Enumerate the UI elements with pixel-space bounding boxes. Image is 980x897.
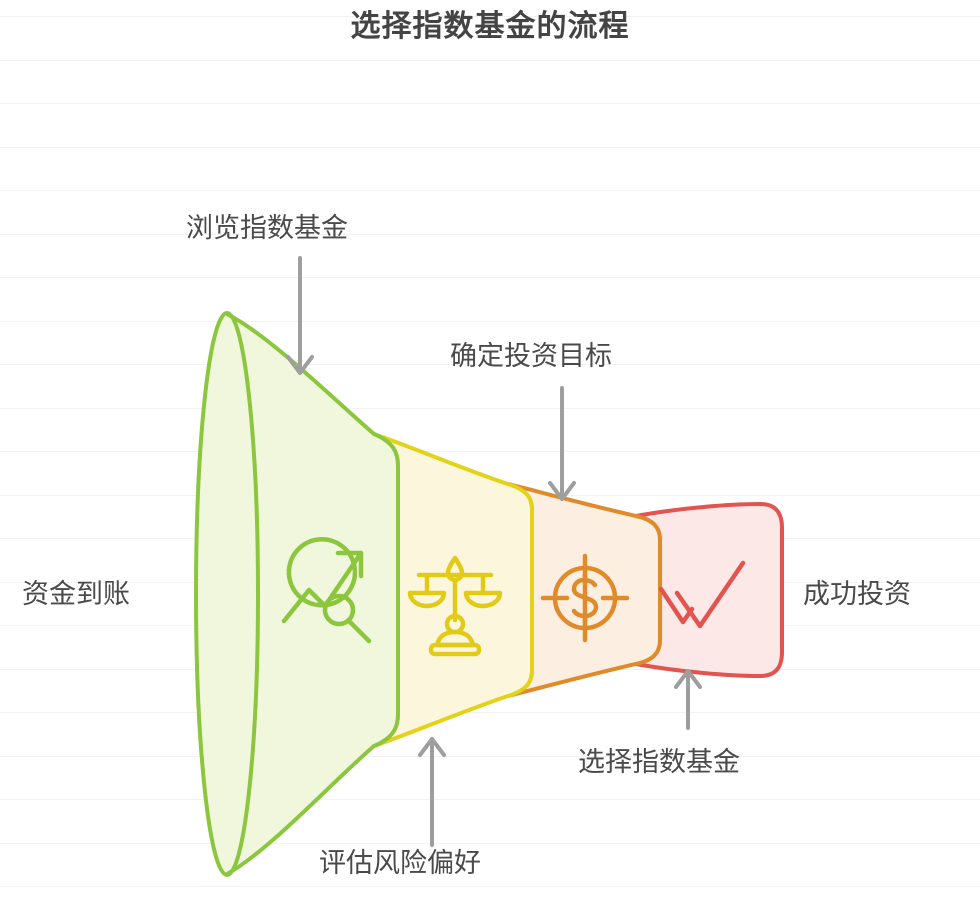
callout-stage-2: 评估风险偏好 xyxy=(319,848,481,878)
funnel-segment-2-outline-bottom xyxy=(372,694,510,748)
grid-line xyxy=(0,16,980,17)
grid-line xyxy=(0,886,980,887)
label-funnel-input: 资金到账 xyxy=(22,579,130,609)
callout-stage-4: 选择指数基金 xyxy=(578,747,740,777)
funnel-segment-1-outline-bottom xyxy=(225,744,376,876)
label-funnel-output: 成功投资 xyxy=(803,579,911,609)
grid-line xyxy=(0,60,980,61)
grid-line xyxy=(0,712,980,713)
scales-balance-icon xyxy=(407,555,503,657)
grid-line xyxy=(0,364,980,365)
grid-line xyxy=(0,321,980,322)
callout-stage-3: 确定投资目标 xyxy=(450,341,612,371)
grid-line xyxy=(0,408,980,409)
grid-line xyxy=(0,147,980,148)
grid-line xyxy=(0,799,980,800)
page-title: 选择指数基金的流程 xyxy=(350,10,630,43)
chart-search-icon xyxy=(281,537,372,644)
funnel-segment-2-divider-right xyxy=(506,482,534,698)
grid-line xyxy=(0,756,980,757)
funnel-segment-1-divider-right xyxy=(372,432,400,748)
grid-line xyxy=(0,451,980,452)
funnel-mouth-ellipse xyxy=(194,311,260,877)
funnel-segment-4-outline-top xyxy=(634,501,784,530)
dollar-target-icon xyxy=(540,553,630,643)
funnel-segment-4-body xyxy=(636,504,782,676)
double-check-icon xyxy=(658,560,746,629)
funnel-segment-4[interactable] xyxy=(634,501,784,679)
grid-line xyxy=(0,843,980,844)
funnel-segment-4-outline-bottom xyxy=(634,650,784,679)
grid-line xyxy=(0,277,980,278)
grid-line xyxy=(0,234,980,235)
funnel-segment-2-outline-top xyxy=(372,432,510,486)
callout-stage-1: 浏览指数基金 xyxy=(186,213,348,243)
grid-line xyxy=(0,190,980,191)
grid-line xyxy=(0,103,980,104)
